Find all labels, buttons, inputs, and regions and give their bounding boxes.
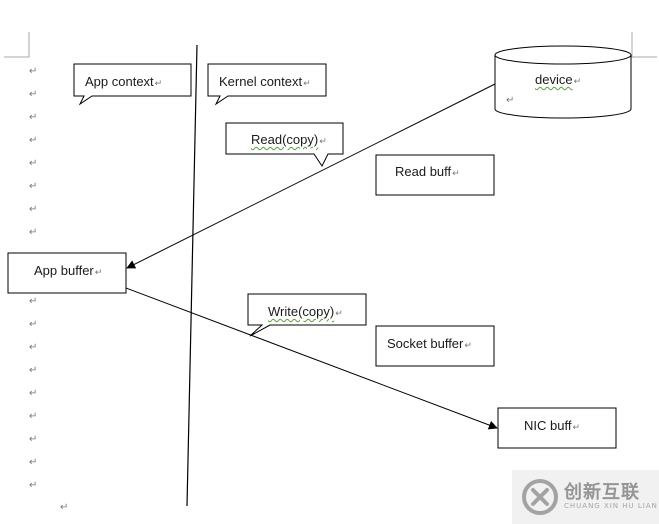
- paragraph-mark: ↵: [29, 342, 38, 353]
- write-arrow: [125, 287, 498, 430]
- write-copy-label: Write(copy)↵: [268, 304, 343, 319]
- paragraph-mark: ↵: [29, 112, 38, 123]
- nic-buff-label: NIC buff↵: [524, 418, 580, 433]
- paragraph-mark: ↵: [29, 434, 38, 445]
- paragraph-mark: ↵: [29, 89, 38, 100]
- write-copy-callout: [247, 293, 367, 337]
- device-cylinder: [494, 45, 632, 119]
- paragraph-mark: ↵: [29, 457, 38, 468]
- app-context-callout: [73, 63, 192, 106]
- watermark-brand: 创新互联: [564, 482, 640, 503]
- paragraph-mark: ↵: [29, 319, 38, 330]
- socket-buffer-label: Socket buffer↵: [387, 336, 472, 351]
- read-copy-callout: [225, 122, 344, 167]
- read-arrow: [126, 83, 496, 269]
- paragraph-mark: ↵: [29, 388, 38, 399]
- watermark-logo: 创新互联 CHUANG XIN HU LIAN: [512, 470, 659, 524]
- watermark-sub: CHUANG XIN HU LIAN: [564, 502, 658, 510]
- kernel-context-callout: [207, 63, 327, 106]
- read-buff-box: [375, 154, 495, 196]
- app-buffer-label: App buffer↵: [34, 263, 103, 278]
- paragraph-mark: ↵: [29, 365, 38, 376]
- paragraph-mark: ↵: [29, 204, 38, 215]
- paragraph-mark: ↵: [29, 480, 38, 491]
- paragraph-mark: ↵: [29, 158, 38, 169]
- device-paragraph-mark: ↵: [506, 95, 515, 106]
- read-copy-label: Read(copy)↵: [251, 132, 327, 147]
- corner-mark-top-left: [4, 32, 30, 58]
- app-buffer-box: [7, 252, 127, 294]
- kernel-context-label: Kernel context↵: [219, 74, 311, 89]
- paragraph-mark: ↵: [60, 502, 69, 513]
- paragraph-mark: ↵: [29, 181, 38, 192]
- app-context-label: App context↵: [85, 74, 163, 89]
- paragraph-mark: ↵: [29, 227, 38, 238]
- socket-buffer-box: [375, 325, 495, 367]
- paragraph-mark: ↵: [29, 296, 38, 307]
- paragraph-mark: ↵: [29, 135, 38, 146]
- context-divider-line: [186, 44, 198, 507]
- paragraph-mark: ↵: [29, 66, 38, 77]
- read-buff-label: Read buff↵: [395, 164, 460, 179]
- paragraph-mark: ↵: [29, 411, 38, 422]
- nic-buff-box: [497, 407, 617, 449]
- device-label: device↵: [535, 72, 582, 87]
- corner-mark-top-right: [631, 32, 657, 58]
- watermark-logo-icon: [522, 479, 558, 515]
